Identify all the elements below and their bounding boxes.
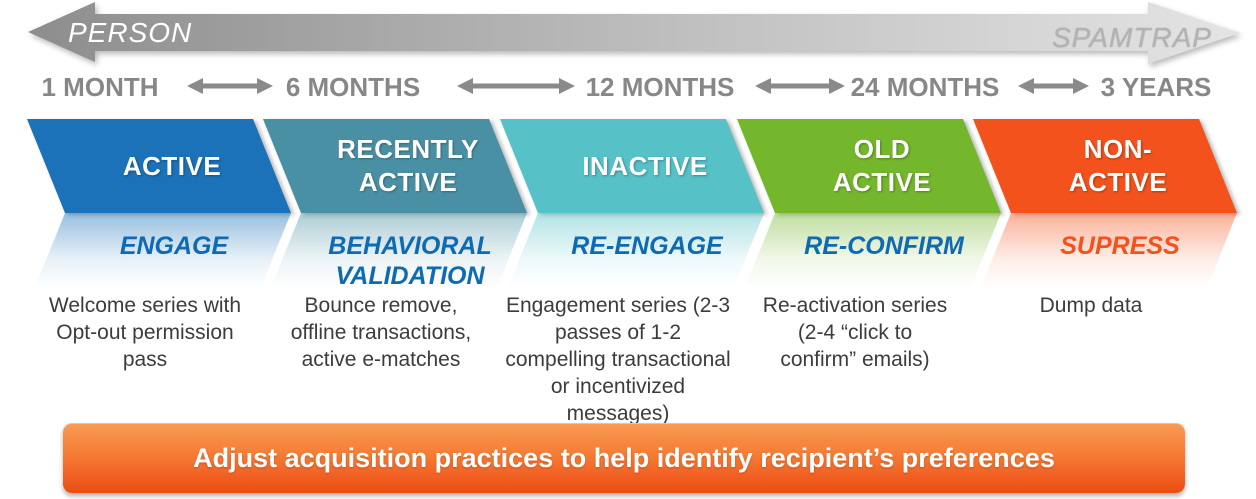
chevron-reflection [973,213,1237,297]
double-arrow-icon [187,78,273,94]
chevron-reflection [27,213,291,297]
stage-title-inactive: INACTIVE [582,150,708,181]
stage-description-old-active: Re-activation series (2-4 “click to conf… [762,294,948,371]
stage-title-recently-active: RECENTLY ACTIVE [337,134,479,197]
stage-description-active: Welcome series with Opt-out permission p… [48,294,242,371]
stage-chevron-non-active [973,119,1237,213]
stage-action-behavioral-validation: BEHAVIORAL VALIDATION [328,232,492,290]
stage-action-re-confirm: RE-CONFIRM [804,232,964,260]
stage-action-engage: ENGAGE [119,232,229,260]
milestone-1-month: 1 MONTH [41,72,159,102]
stage-description-non-active: Dump data [1039,294,1143,317]
stage-title-non-active: NON- ACTIVE [1068,134,1168,197]
stage-chevron-inactive [500,119,764,213]
banner-text: Adjust acquisition practices to help ide… [193,442,1055,473]
double-arrow-icon [457,78,575,94]
stage-action-re-engage: RE-ENGAGE [571,232,723,260]
milestone-3-years: 3 YEARS [1100,72,1212,102]
double-arrow-icon [755,78,845,94]
stage-description-recently-active: Bounce remove, offline transactions, act… [290,294,472,371]
milestone-12-months: 12 MONTHS [585,72,735,102]
stage-chevron-recently-active [263,119,527,213]
chevron-reflection [500,213,764,297]
stage-action-supress: SUPRESS [1060,232,1180,260]
double-arrow-icon [1018,78,1089,94]
stage-title-old-active: OLD ACTIVE [832,134,932,197]
chevron-reflection [737,213,1001,297]
bottom-banner: Adjust acquisition practices to help ide… [63,423,1185,493]
chevron-reflection [263,213,527,297]
stage-chevron-old-active [737,119,1001,213]
milestone-6-months: 6 MONTHS [285,72,421,102]
person-spamtrap-arrow-icon [28,2,1240,64]
person-label: PERSON [68,17,193,48]
spamtrap-label: SPAMTRAP [1052,22,1212,53]
stage-chevron-active [27,119,291,213]
stage-title-active: ACTIVE [122,150,222,181]
milestone-24-months: 24 MONTHS [850,72,1000,102]
stage-description-inactive: Engagement series (2-3 passes of 1-2 com… [505,294,731,425]
